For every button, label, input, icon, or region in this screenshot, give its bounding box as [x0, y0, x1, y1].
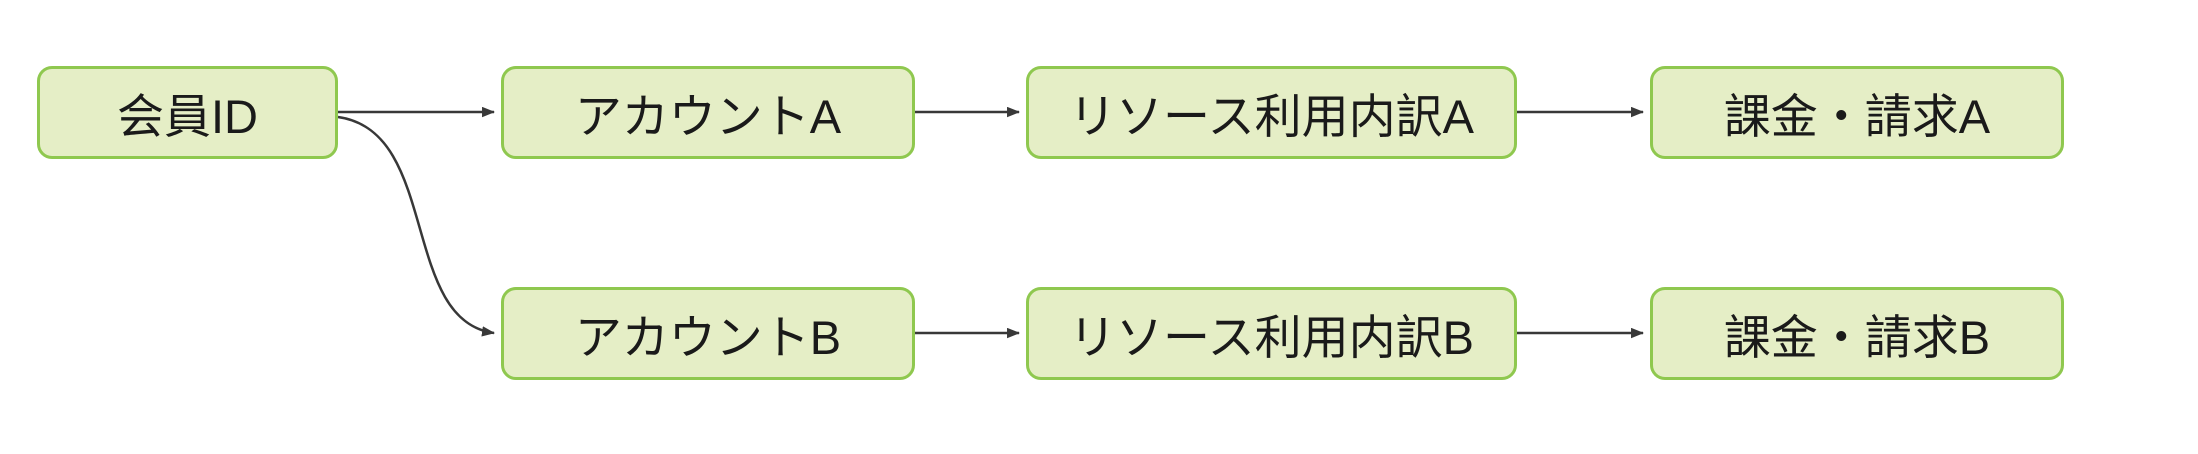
- node-account-b-label: アカウントB: [574, 311, 842, 364]
- node-resource-breakdown-b-label: リソース利用内訳B: [1069, 311, 1474, 364]
- node-account-b: アカウントB: [501, 287, 915, 380]
- node-account-a-label: アカウントA: [574, 90, 842, 143]
- node-member-id: 会員ID: [37, 66, 338, 159]
- node-billing-invoice-b-label: 課金・請求B: [1723, 311, 1991, 364]
- node-billing-invoice-b: 課金・請求B: [1650, 287, 2064, 380]
- node-resource-breakdown-a-label: リソース利用内訳A: [1069, 90, 1474, 143]
- node-resource-breakdown-a: リソース利用内訳A: [1026, 66, 1517, 159]
- node-account-a: アカウントA: [501, 66, 915, 159]
- node-billing-invoice-a-label: 課金・請求A: [1723, 90, 1991, 143]
- node-resource-breakdown-b: リソース利用内訳B: [1026, 287, 1517, 380]
- node-billing-invoice-a: 課金・請求A: [1650, 66, 2064, 159]
- edge-member-to-account-b: [337, 115, 496, 337]
- node-member-id-label: 会員ID: [117, 90, 258, 143]
